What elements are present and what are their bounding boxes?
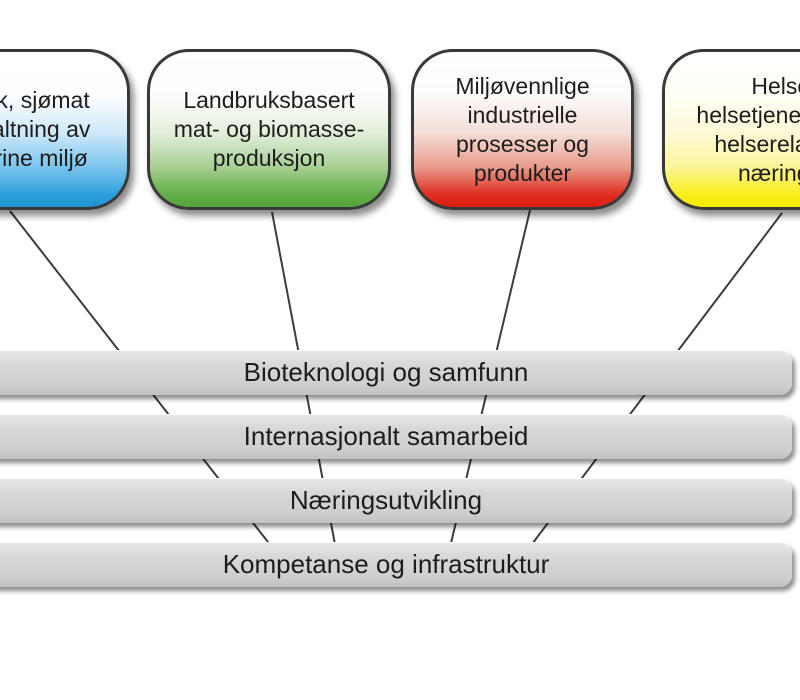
sector-box-industry: Miljøvennlige industrielle prosesser og … — [411, 49, 634, 210]
sector-box-health: Helse, helsetjenester og helserelaterte … — [662, 49, 800, 210]
cross-bar-competence-infrastructure: Kompetanse og infrastruktur — [0, 542, 792, 587]
cross-bar-business-development: Næringsutvikling — [0, 478, 792, 523]
sector-box-agriculture: Landbruksbasert mat- og biomasse- produk… — [147, 49, 391, 210]
sector-box-marine: Havbruk, sjømat og forvaltning av det ma… — [0, 49, 130, 210]
cross-bar-biotech-society: Bioteknologi og samfunn — [0, 350, 792, 395]
cross-bar-international-cooperation: Internasjonalt samarbeid — [0, 414, 792, 459]
